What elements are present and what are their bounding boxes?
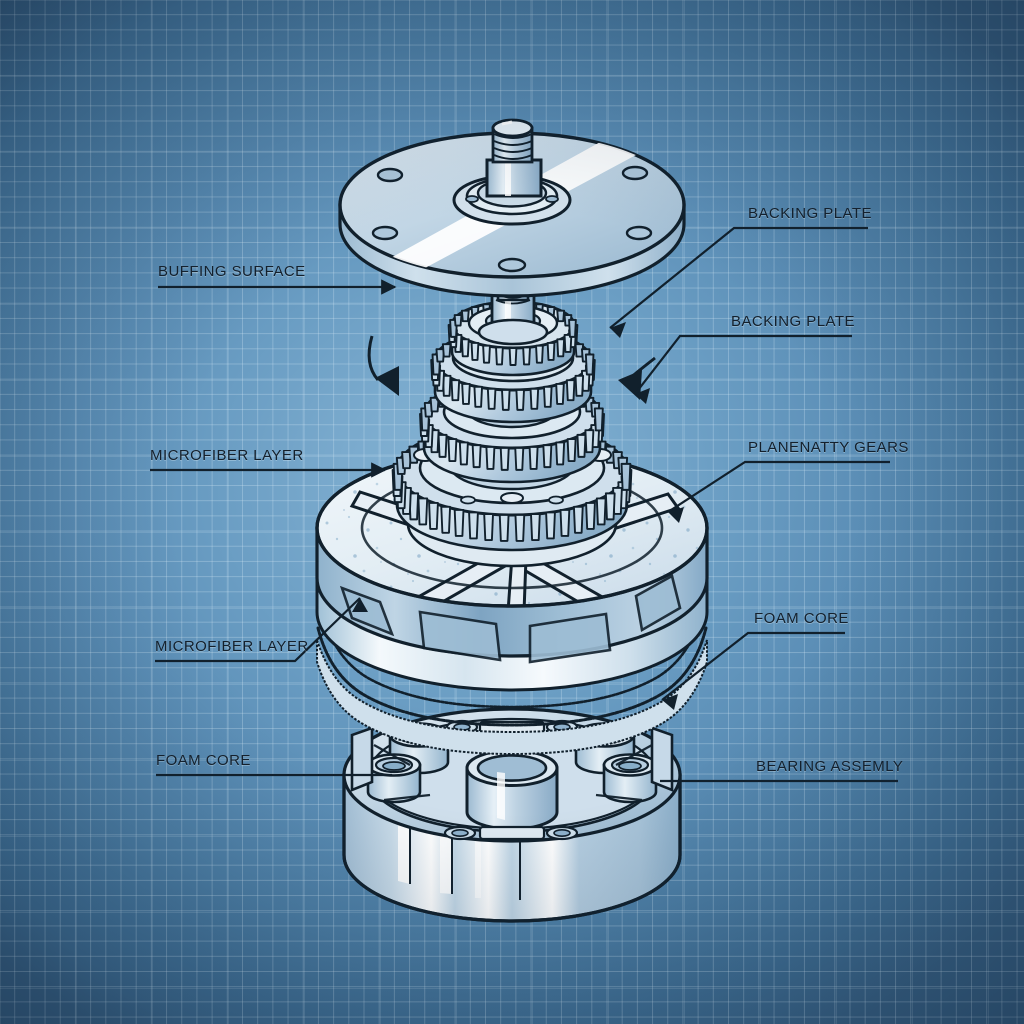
label-planenatty-gears[interactable]: PLANENATTY GEARS [748, 439, 909, 456]
planetary-gear-cluster [391, 272, 633, 552]
assembly-arrow-left-shaft [367, 335, 380, 381]
label-backing-plate-2[interactable]: BACKING PLATE [731, 313, 855, 330]
label-backing-plate-1[interactable]: BACKING PLATE [748, 205, 872, 222]
backing-plate-component [338, 118, 686, 302]
leader-backing-plate-1 [609, 226, 868, 329]
label-bearing-assemly[interactable]: BEARING ASSEMLY [756, 758, 904, 775]
label-microfiber-layer-1[interactable]: MICROFIBER LAYER [150, 447, 304, 464]
leader-microfiber-2 [155, 597, 361, 663]
upper-spindle [485, 118, 543, 198]
leader-planenatty-gears [667, 460, 890, 513]
leader-backing-plate-2 [634, 334, 852, 395]
assembly-arrow-left-head [375, 366, 399, 396]
label-microfiber-layer-2[interactable]: MICROFIBER LAYER [155, 638, 309, 655]
label-foam-core-1[interactable]: FOAM CORE [754, 610, 849, 627]
label-foam-core-2[interactable]: FOAM CORE [156, 752, 251, 769]
backing-plate-bolt-holes [371, 165, 653, 273]
callout-leader-lines [150, 226, 898, 783]
assembly-direction-arrows [367, 335, 656, 400]
label-buffing-surface[interactable]: BUFFING SURFACE [158, 263, 306, 280]
leader-foam-core-1 [661, 631, 845, 701]
